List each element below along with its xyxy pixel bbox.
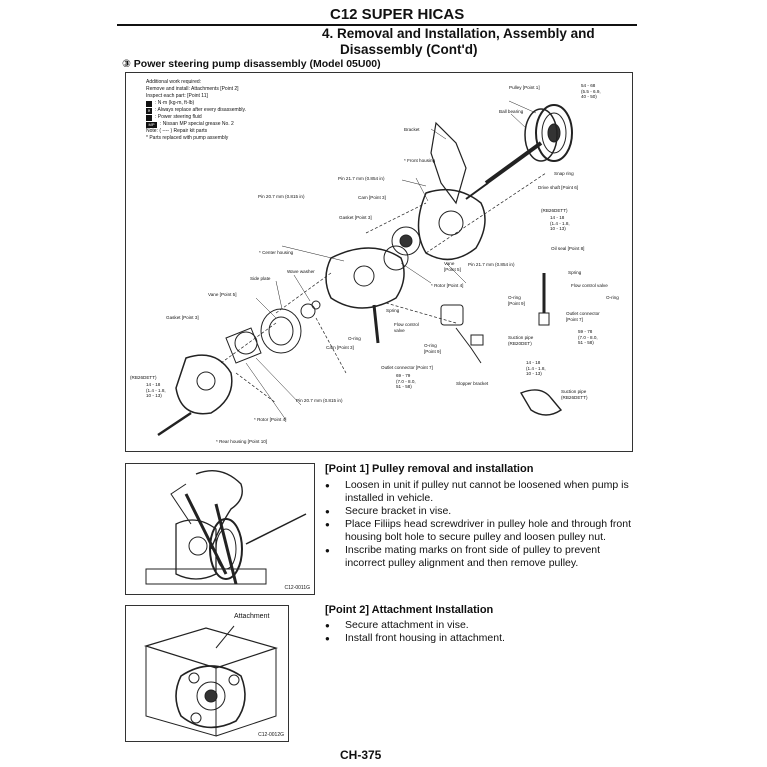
callout-vane-mid: Vane [Point 5]	[208, 292, 237, 297]
manual-chapter-title: C12 SUPER HICAS	[330, 6, 465, 23]
list-item: Secure attachment in vise.	[325, 619, 643, 632]
callout-rb26-left-torque: 14 - 18 (1.4 - 1.8, 10 - 13)	[146, 382, 166, 399]
callout-suction-pipe-mid: Suction pipe (RB20DET)	[508, 335, 534, 346]
callout-oring-mid: O-ring [Point 9]	[508, 295, 525, 306]
callout-ball-bearing: Ball bearing	[499, 109, 524, 114]
callout-flow-valve-right: Flow control valve	[571, 283, 608, 288]
legend-note: * Parts replaced with pump assembly	[146, 135, 229, 141]
section-title: 4. Removal and Installation, Assembly an…	[322, 26, 622, 58]
figure-code: C12-0012G	[258, 732, 284, 738]
callout-pin-207-low: Pin 20.7 mm (0.815 in)	[296, 398, 343, 403]
callout-oring-right: O-ring	[606, 295, 619, 300]
legend-row: : N·m (kg-m, ft-lb)	[146, 100, 316, 107]
callout-cam-mid: Cam [Point 3]	[326, 345, 354, 350]
callout-rb26-left: (RB26DETT)	[130, 375, 157, 380]
legend-note: Note: ( ---- ) Repair kit parts	[146, 128, 208, 134]
callout-rotor-mid: * Rotor [Point 4]	[431, 283, 464, 288]
legend-text: : Nissan MP special grease No. 2	[160, 121, 234, 127]
callout-outlet-conn-right: Outlet connector [Point 7]	[566, 311, 600, 322]
callout-rb26-top-torque: 14 - 18 (1.4 - 1.8, 10 - 13)	[550, 215, 570, 232]
header-rule	[117, 24, 637, 26]
callout-pin-217-top: Pin 21.7 mm (0.854 in)	[338, 176, 385, 181]
legend-text: : Always replace after every disassembly…	[155, 107, 247, 113]
grease-icon: MP	[146, 121, 157, 128]
callout-gasket-left: Gasket [Point 3]	[166, 315, 199, 320]
subsection-title: ③ Power steering pump disassembly (Model…	[122, 58, 381, 70]
callout-pin-217-right: Pin 21.7 mm (0.854 in)	[468, 262, 515, 267]
callout-wave-washer: Wave washer	[287, 269, 315, 274]
list-item: Inscribe mating marks on front side of p…	[325, 544, 643, 570]
pulley-removal-illustration: C12-0011G	[125, 463, 315, 595]
callout-cam-top: Cam [Point 3]	[358, 195, 386, 200]
callout-pin-207-top: Pin 20.7 mm (0.815 in)	[258, 194, 305, 199]
legend-line: Remove and install: Attachments [Point 2…	[146, 86, 239, 92]
callout-outlet-conn-mid: Outlet connector [Point 7]	[381, 365, 433, 370]
callout-rb26-top: (RB26DETT)	[541, 208, 568, 213]
callout-flow-valve-mid: Flow control valve	[394, 322, 419, 333]
callout-center-housing: * Center housing	[259, 250, 294, 255]
section-title-line2: Disassembly (Cont'd)	[340, 42, 478, 57]
callout-suction-pipe-right: Suction pipe (RB26DETT)	[561, 389, 588, 400]
legend-row: MP: Nissan MP special grease No. 2	[146, 121, 316, 128]
callout-pulley: Pulley [Point 1]	[509, 85, 540, 90]
legend-line: Additional work required:	[146, 79, 202, 85]
callout-rb20-torque: 14 - 18 (1.4 - 1.8, 10 - 13)	[526, 360, 546, 377]
pulley-part	[524, 104, 573, 162]
callout-outlet-conn-right-torque: 59 - 78 (7.0 - 8.0, 51 - 58)	[578, 329, 598, 346]
legend-text: : Power steering fluid	[155, 114, 202, 120]
page-number: CH-375	[340, 748, 382, 762]
callout-oil-seal: Oil seal [Point 8]	[551, 246, 585, 251]
callout-rear-housing: * Rear housing [Point 10]	[216, 439, 268, 444]
point1-list: Loosen in unit if pulley nut cannot be l…	[325, 479, 643, 570]
section-title-line1: 4. Removal and Installation, Assembly an…	[322, 26, 595, 41]
callout-bracket: Bracket	[404, 127, 420, 132]
callout-rotor-low: * Rotor [Point 4]	[254, 417, 287, 422]
callout-spring-right: Spring	[568, 270, 582, 275]
figure-code: C12-0011G	[284, 585, 310, 591]
fluid-can-icon	[146, 114, 152, 121]
list-item: Place Filiips head screwdriver in pulley…	[325, 518, 643, 544]
callout-drive-shaft: Drive shaft [Point 6]	[538, 185, 579, 190]
callout-oring-low: O-ring [Point 9]	[424, 343, 441, 354]
callout-slopper-bracket: Slopper bracket	[456, 381, 489, 386]
point2-list: Secure attachment in vise. Install front…	[325, 619, 643, 645]
legend: Additional work required: Remove and ins…	[146, 79, 316, 142]
point1-heading: [Point 1] Pulley removal and installatio…	[325, 463, 534, 475]
list-item: Secure bracket in vise.	[325, 505, 643, 518]
callout-side-plate: Side plate	[250, 276, 271, 281]
list-item: Install front housing in attachment.	[325, 632, 643, 645]
legend-text: : N·m (kg-m, ft-lb)	[155, 100, 195, 106]
callout-gasket-mid: Gasket [Point 3]	[339, 215, 372, 220]
callout-snap-ring: Snap ring	[554, 171, 574, 176]
torque-wrench-icon	[146, 100, 152, 107]
point2-heading: [Point 2] Attachment Installation	[325, 604, 494, 616]
pump-exploded-drawing	[157, 100, 573, 437]
legend-row: ✕: Always replace after every disassembl…	[146, 107, 316, 114]
callout-vane-right: Vane [Point 5]	[444, 261, 461, 272]
callout-oring-center: O-ring	[348, 336, 361, 341]
exploded-diagram: Additional work required: Remove and ins…	[125, 72, 633, 452]
attachment-illustration: Attachment C12-0012G	[125, 605, 289, 742]
legend-line: Inspect each part: [Point 11]	[146, 93, 208, 99]
legend-row: : Power steering fluid	[146, 114, 316, 121]
callout-outlet-conn-mid-torque: 69 - 79 (7.0 - 8.0, 51 - 58)	[396, 373, 416, 390]
callout-pulley-torque: 54 - 68 (5.5 - 6.9, 40 - 50)	[581, 83, 601, 100]
pulley-vise-drawing	[145, 470, 307, 585]
callout-front-housing: * Front housing	[404, 158, 436, 163]
callout-spring-mid: Spring	[386, 308, 400, 313]
list-item: Loosen in unit if pulley nut cannot be l…	[325, 479, 643, 505]
replace-x-icon: ✕	[146, 107, 152, 114]
attachment-label: Attachment	[234, 613, 270, 620]
attachment-vise-drawing	[143, 625, 279, 737]
